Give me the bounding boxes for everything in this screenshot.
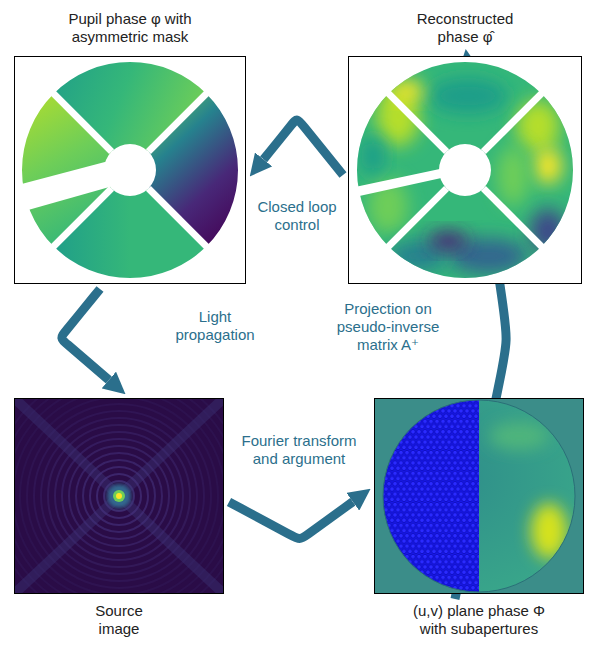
panel-caption: Source image: [84, 602, 154, 638]
phase-annulus: [18, 58, 242, 282]
uv-phase-disc: [374, 398, 584, 594]
edge-label: Projection on pseudo-inverse matrix A⁺: [329, 300, 447, 354]
image-panel: (u,v) plane phase Φ with subapertures: [374, 398, 584, 638]
panel-image: [14, 398, 224, 594]
panel-image: [14, 56, 246, 284]
image-panel: Reconstructed phase φ̂: [348, 10, 582, 284]
image-frame: [375, 399, 584, 594]
image-frame: [15, 57, 246, 284]
panel-illustration: [14, 398, 224, 594]
image-ground: [374, 398, 584, 594]
image-ground: [14, 56, 246, 284]
curved-arrow: [229, 502, 353, 539]
panel-illustration: [374, 398, 584, 594]
image-ground: [14, 398, 224, 594]
edge-label: Closed loop control: [247, 198, 347, 234]
panel-caption: Reconstructed phase φ̂: [400, 10, 530, 46]
panel-caption: (u,v) plane phase Φ with subapertures: [404, 602, 554, 638]
curved-arrow: [264, 120, 343, 175]
panel-image: [374, 398, 584, 594]
edge-label: Light propagation: [169, 308, 261, 344]
panel-caption: Pupil phase φ with asymmetric mask: [45, 10, 215, 46]
spider-mask: [348, 89, 546, 250]
panel-illustration: [14, 56, 246, 284]
subaperture-grid: [374, 398, 584, 594]
image-panel: Source image: [14, 398, 224, 638]
image-frame: [15, 399, 224, 594]
diffraction-pattern: [14, 398, 224, 594]
image-panel: Pupil phase φ with asymmetric mask: [14, 10, 246, 284]
panel-illustration: [348, 56, 582, 284]
panel-image: [348, 56, 582, 284]
image-frame: [349, 57, 582, 284]
spider-mask: [14, 89, 211, 250]
image-ground: [348, 56, 582, 284]
edge-label: Fourier transform and argument: [229, 432, 369, 468]
phase-annulus: [348, 56, 582, 284]
curved-arrow: [62, 289, 109, 380]
